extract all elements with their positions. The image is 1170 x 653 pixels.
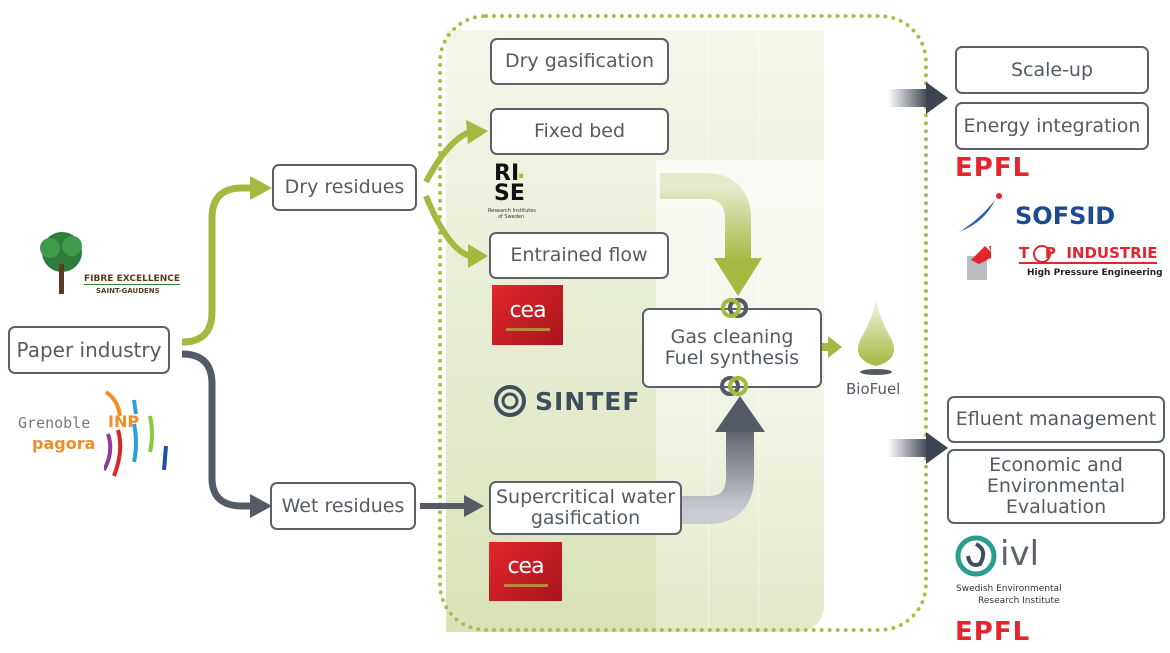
dry-gasification-label: Dry gasification: [504, 50, 655, 72]
rise-caption1: Research Institutes: [488, 208, 536, 214]
cea-logo-top: cea: [492, 285, 563, 345]
cea-text: cea: [509, 297, 546, 323]
top-industrie-rule: [1019, 262, 1157, 264]
sintef-logo: SINTEF: [493, 384, 653, 418]
rise-se: SE: [494, 181, 525, 206]
energy-integration-box[interactable]: Energy integration: [955, 102, 1149, 150]
arrow-scwg-to-cleaning: [682, 424, 754, 524]
inp-text: INP: [108, 412, 140, 431]
economic-environmental-evaluation-box[interactable]: Economic and Environmental Evaluation: [947, 449, 1165, 524]
arrow-to-effluent-body: [888, 439, 928, 457]
arrowhead-biofuel: [828, 336, 842, 358]
effluent-management-label: Efluent management: [955, 408, 1157, 430]
pagora-text: pagora: [32, 434, 96, 453]
biofuel-label: BioFuel: [846, 380, 901, 398]
cea-bar: [505, 327, 550, 331]
entrained-flow-box[interactable]: Entrained flow: [489, 232, 669, 279]
rise-dot: .: [517, 159, 526, 184]
rise-ri: RI: [494, 161, 520, 186]
arrow-paper-to-wet: [181, 350, 252, 510]
link-icon-bottom-overlay: [720, 376, 748, 396]
fibre-excellence-sub: SAINT-GAUDENS: [96, 287, 160, 295]
arrow-to-scaleup-body: [888, 89, 928, 107]
cea-text: cea: [507, 554, 544, 579]
fixed-bed-box[interactable]: Fixed bed: [490, 108, 669, 155]
arrow-paper-to-dry: [181, 184, 252, 346]
arrow-dry-to-fixed-bed: [423, 129, 472, 184]
biofuel-drop-shadow: [860, 369, 892, 375]
arrowhead-cleaning-top: [714, 258, 762, 296]
fibre-excellence-logo: FIBRE EXCELLENCE SAINT-GAUDENS: [34, 230, 180, 296]
arrow-dry-to-cleaning: [660, 173, 751, 262]
tree-icon: [40, 232, 82, 294]
ivl-swirl-icon: [955, 535, 997, 577]
project-scope-border: [438, 14, 928, 632]
arrowhead-dry: [250, 176, 272, 200]
dry-residues-label: Dry residues: [284, 176, 405, 198]
epfl-logo-top: EPFL: [955, 153, 1031, 183]
fixed-bed-label: Fixed bed: [533, 120, 626, 142]
sintef-emblem-icon: [494, 385, 526, 417]
cea-bar: [503, 584, 548, 587]
grenoble-text: Grenoble: [18, 414, 91, 432]
arrowhead-entrained: [468, 244, 488, 268]
scwg-label-line2: gasification: [530, 507, 641, 529]
wet-residues-label: Wet residues: [281, 494, 405, 517]
ivl-caption2: Research Institute: [978, 596, 1060, 606]
arrow-dry-to-entrained: [423, 194, 472, 259]
scale-up-label: Scale-up: [1010, 58, 1094, 81]
sintef-text: SINTEF: [535, 387, 641, 416]
ivl-text: ivl: [1000, 534, 1040, 574]
arrowhead-effluent: [926, 432, 948, 464]
top-industrie-arrow-icon: [967, 246, 991, 280]
paper-industry-label: Paper industry: [16, 337, 162, 362]
supercritical-water-gasification-box[interactable]: Supercritical water gasification: [489, 481, 682, 535]
sofsid-logo: SOFSID: [955, 192, 1125, 236]
link-icon-top-overlay: [721, 298, 748, 318]
scale-up-box[interactable]: Scale-up: [955, 46, 1149, 94]
gas-cleaning-label: Gas cleaning: [670, 326, 794, 348]
arrowhead-scwg: [464, 495, 484, 517]
sofsid-text: SOFSID: [1015, 202, 1116, 230]
eval-label-line1: Economic and: [989, 454, 1123, 476]
ivl-logo: ivl Swedish Environmental Research Insti…: [954, 534, 1074, 610]
arrowhead-fixed-bed: [466, 120, 488, 144]
sofsid-swoosh-icon: [959, 193, 1002, 232]
dry-residues-box[interactable]: Dry residues: [272, 164, 417, 211]
fibre-excellence-name: FIBRE EXCELLENCE: [84, 274, 180, 285]
arrowhead-wet: [250, 494, 272, 518]
effluent-management-box[interactable]: Efluent management: [947, 396, 1165, 443]
arrowhead-cleaning-bottom: [715, 396, 765, 432]
rise-caption2: of Sweden: [498, 214, 525, 220]
gas-cleaning-fuel-synthesis-box[interactable]: Gas cleaning Fuel synthesis: [642, 308, 822, 388]
top-industrie-logo: T P INDUSTRIE High Pressure Engineering: [965, 244, 1165, 284]
top-industrie-tagline: High Pressure Engineering: [1027, 268, 1163, 278]
pagora-arcs-icon: [104, 390, 168, 477]
fuel-synthesis-label: Fuel synthesis: [664, 347, 800, 369]
scwg-label-line1: Supercritical water: [495, 486, 676, 508]
energy-integration-label: Energy integration: [963, 114, 1141, 137]
rise-logo: RI . SE Research Institutes of Sweden: [486, 159, 546, 224]
top-industrie-o-icon: [1033, 245, 1051, 263]
epfl-logo-bottom: EPFL: [955, 617, 1031, 647]
eval-label-line2: Environmental: [986, 475, 1126, 497]
dry-gasification-box[interactable]: Dry gasification: [490, 38, 669, 85]
entrained-flow-label: Entrained flow: [510, 244, 648, 266]
paper-industry-box[interactable]: Paper industry: [8, 326, 170, 374]
grenoble-inp-pagora-logo: Grenoble INP pagora: [18, 390, 178, 486]
wet-residues-box[interactable]: Wet residues: [270, 482, 416, 530]
biofuel-drop-icon: [858, 300, 894, 366]
arrowhead-scaleup: [926, 82, 948, 114]
cea-logo-bottom: cea: [489, 542, 562, 601]
ivl-caption1: Swedish Environmental: [956, 584, 1062, 594]
eval-label-line3: Evaluation: [1005, 496, 1107, 518]
